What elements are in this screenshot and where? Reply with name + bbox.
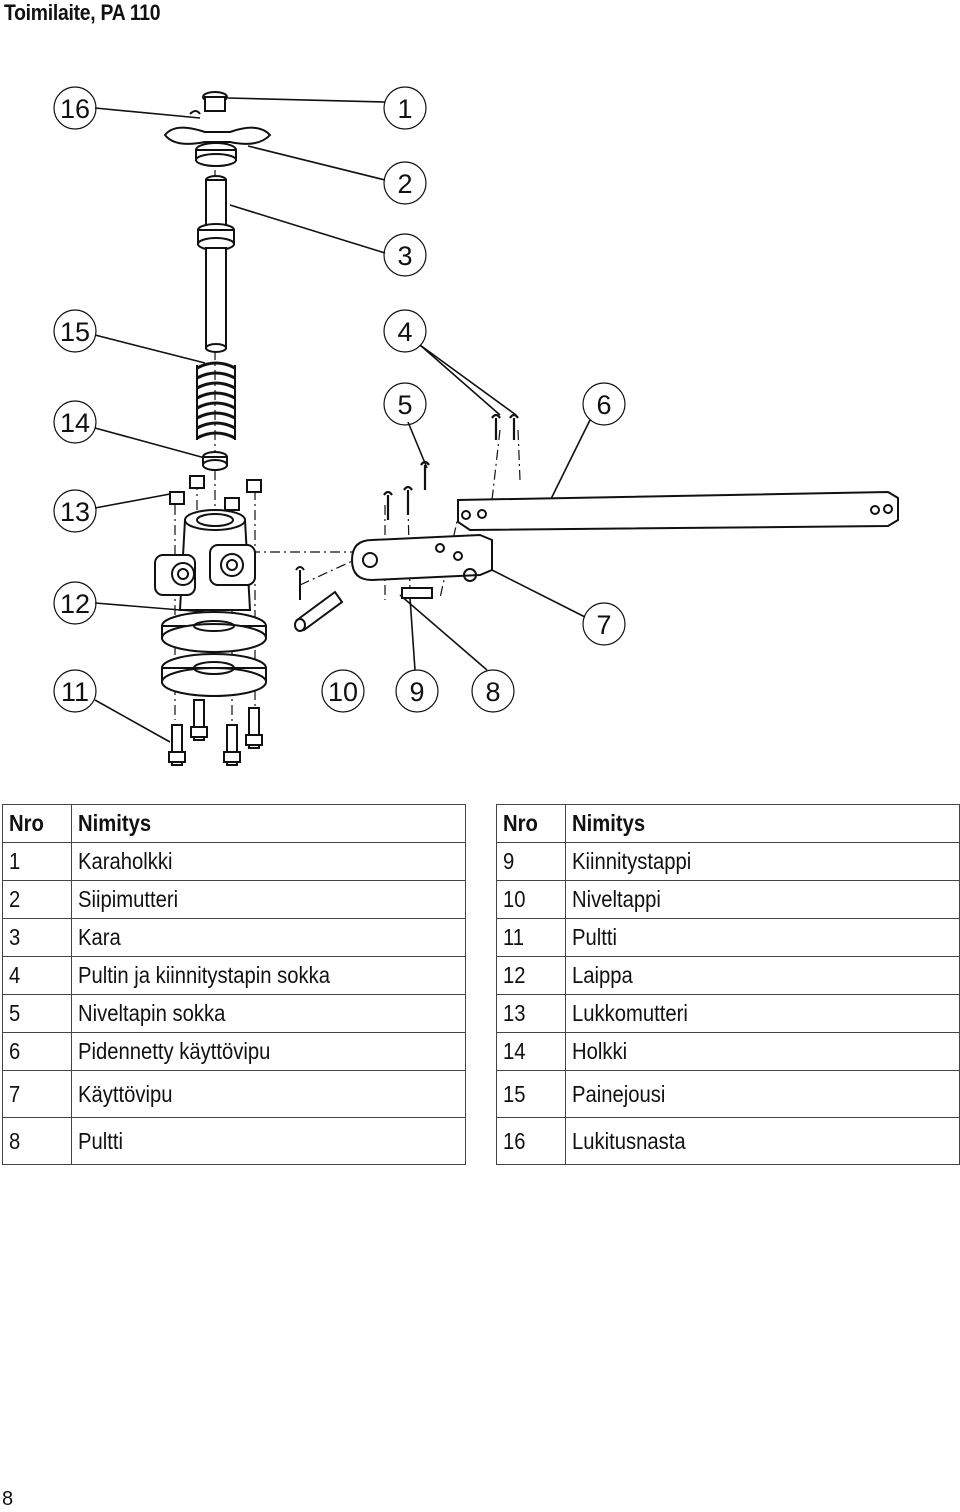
- callout-labels: 16 1 2 3 4 5 6 7 8 9 10 11 12 13 14 15: [60, 94, 612, 707]
- callout-12: 12: [60, 589, 90, 619]
- leader-lines: [94, 97, 591, 743]
- lock-pin-part: [189, 91, 228, 115]
- callout-15: 15: [60, 317, 90, 347]
- callout-9: 9: [409, 677, 424, 707]
- cell-name: Pidennetty käyttövipu: [71, 1032, 466, 1071]
- column-header-nr: Nro: [2, 804, 72, 843]
- cell-name: Lukkomutteri: [565, 994, 960, 1033]
- cell-name: Niveltappi: [565, 880, 960, 919]
- cell-nr: 14: [496, 1032, 566, 1071]
- exploded-view-diagram: 16 1 2 3 4 5 6 7 8 9 10 11 12 13 14 15: [53, 86, 899, 766]
- page-number: 8: [2, 1488, 14, 1510]
- callout-10: 10: [328, 677, 358, 707]
- callout-7: 7: [596, 610, 611, 640]
- table-header-row: Nro Nimitys: [2, 804, 466, 843]
- cell-nr: 15: [496, 1070, 566, 1118]
- table-header-row: Nro Nimitys: [496, 804, 960, 843]
- wing-nut-part: [163, 126, 272, 167]
- lock-nuts-part: [169, 475, 262, 511]
- cell-nr: 5: [2, 994, 72, 1033]
- callout-8: 8: [485, 677, 500, 707]
- cell-name: Niveltapin sokka: [71, 994, 466, 1033]
- cell-nr: 10: [496, 880, 566, 919]
- cell-name: Pultti: [71, 1117, 466, 1165]
- cell-name: Käyttövipu: [71, 1070, 466, 1118]
- cell-nr: 8: [2, 1117, 72, 1165]
- callout-3: 3: [397, 241, 412, 271]
- spindle-part: [197, 175, 235, 353]
- cell-name: Kara: [71, 918, 466, 957]
- flange-part: [161, 611, 267, 653]
- callout-4: 4: [397, 317, 412, 347]
- cell-nr: 9: [496, 842, 566, 881]
- callout-14: 14: [60, 408, 90, 438]
- sleeve-part: [202, 451, 228, 471]
- cell-nr: 16: [496, 1117, 566, 1165]
- cell-name: Holkki: [565, 1032, 960, 1071]
- cell-nr: 11: [496, 918, 566, 957]
- callout-5: 5: [397, 390, 412, 420]
- hinge-pin-part: [294, 566, 344, 632]
- extended-lever-part: [457, 490, 899, 532]
- cell-name: Siipimutteri: [71, 880, 466, 919]
- cell-name: Lukitusnasta: [565, 1117, 960, 1165]
- cell-nr: 2: [2, 880, 72, 919]
- column-header-name: Nimitys: [565, 804, 960, 843]
- callout-13: 13: [60, 497, 90, 527]
- cell-nr: 7: [2, 1070, 72, 1118]
- callout-1: 1: [397, 94, 412, 124]
- lever-part: [350, 533, 493, 599]
- lower-flange-part: [161, 653, 267, 697]
- cell-name: Laippa: [565, 956, 960, 995]
- cell-nr: 12: [496, 956, 566, 995]
- callout-2: 2: [397, 169, 412, 199]
- cell-nr: 6: [2, 1032, 72, 1071]
- cell-nr: 13: [496, 994, 566, 1033]
- bolts-part: [168, 699, 263, 766]
- cell-name: Karaholkki: [71, 842, 466, 881]
- cell-name: Pultin ja kiinnitystapin sokka: [71, 956, 466, 995]
- column-header-nr: Nro: [496, 804, 566, 843]
- spring-part: [196, 361, 236, 440]
- callout-16: 16: [60, 94, 90, 124]
- callout-markers: [53, 86, 626, 713]
- cell-nr: 3: [2, 918, 72, 957]
- cell-nr: 4: [2, 956, 72, 995]
- cell-nr: 1: [2, 842, 72, 881]
- column-header-name: Nimitys: [71, 804, 466, 843]
- cotter-pins-part: [383, 413, 519, 520]
- callout-6: 6: [596, 390, 611, 420]
- page-title: Toimilaite, PA 110: [4, 0, 161, 25]
- cell-name: Kiinnitystappi: [565, 842, 960, 881]
- cell-name: Pultti: [565, 918, 960, 957]
- callout-11: 11: [61, 677, 89, 707]
- housing-part: [154, 509, 256, 611]
- cell-name: Painejousi: [565, 1070, 960, 1118]
